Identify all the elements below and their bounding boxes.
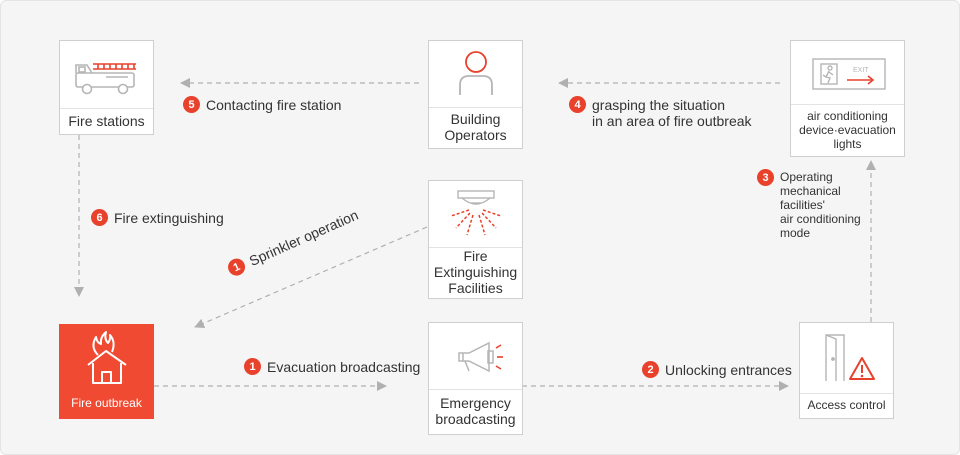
emergency-broadcasting-label: Emergency broadcasting: [435, 395, 516, 427]
person-icon: [429, 41, 522, 107]
step-text: Contacting fire station: [206, 97, 342, 113]
fire-outbreak-node: Fire outbreak: [59, 324, 154, 419]
step-number-badge: 5: [183, 96, 200, 113]
sprinkler-icon: [429, 181, 522, 247]
step-evacuation-broadcasting: 1 Evacuation broadcasting: [244, 358, 421, 375]
ac-evacuation-lights-node: EXIT air conditioning device·evacuation …: [790, 40, 905, 157]
fire-extinguishing-node: Fire Extinguishing Facilities: [428, 180, 523, 299]
fire-outbreak-label: Fire outbreak: [71, 396, 142, 410]
fire-truck-icon: [60, 41, 153, 108]
step-number-badge: 2: [642, 361, 659, 378]
step-text: Operating mechanical facilities' air con…: [780, 170, 861, 240]
step-number-badge: 1: [244, 358, 261, 375]
step-text: grasping the situation in an area of fir…: [592, 97, 752, 129]
step-operating-facilities: 3 Operating mechanical facilities' air c…: [757, 169, 861, 240]
exit-sign-icon: EXIT: [791, 41, 904, 104]
megaphone-icon: [429, 323, 522, 389]
step-fire-extinguishing: 6 Fire extinguishing: [91, 209, 224, 226]
arrow-sprinkler-to-outbreak: [194, 226, 428, 329]
emergency-broadcasting-node: Emergency broadcasting: [428, 322, 523, 435]
fire-stations-label: Fire stations: [68, 112, 145, 129]
step-number-badge: 3: [757, 169, 774, 186]
building-operators-label: Building Operators: [444, 111, 507, 143]
step-text: Unlocking entrances: [665, 362, 792, 378]
burning-house-icon: [60, 325, 153, 390]
step-number-badge: 6: [91, 209, 108, 226]
access-control-node: Access control: [799, 322, 894, 419]
step-text: Evacuation broadcasting: [267, 359, 421, 375]
ac-evacuation-lights-label: air conditioning device·evacuation light…: [799, 108, 896, 151]
building-operators-node: Building Operators: [428, 40, 523, 149]
step-grasping-situation: 4 grasping the situation in an area of f…: [569, 96, 752, 129]
door-warning-icon: [800, 323, 893, 393]
access-control-label: Access control: [807, 398, 886, 412]
step-text: Fire extinguishing: [114, 210, 224, 226]
step-number-badge: 4: [569, 96, 586, 113]
step-unlocking-entrances: 2 Unlocking entrances: [642, 361, 792, 378]
step-contacting-fire-station: 5 Contacting fire station: [183, 96, 342, 113]
fire-stations-node: Fire stations: [59, 40, 154, 135]
fire-extinguishing-label: Fire Extinguishing Facilities: [433, 248, 518, 296]
svg-text:EXIT: EXIT: [853, 67, 869, 74]
